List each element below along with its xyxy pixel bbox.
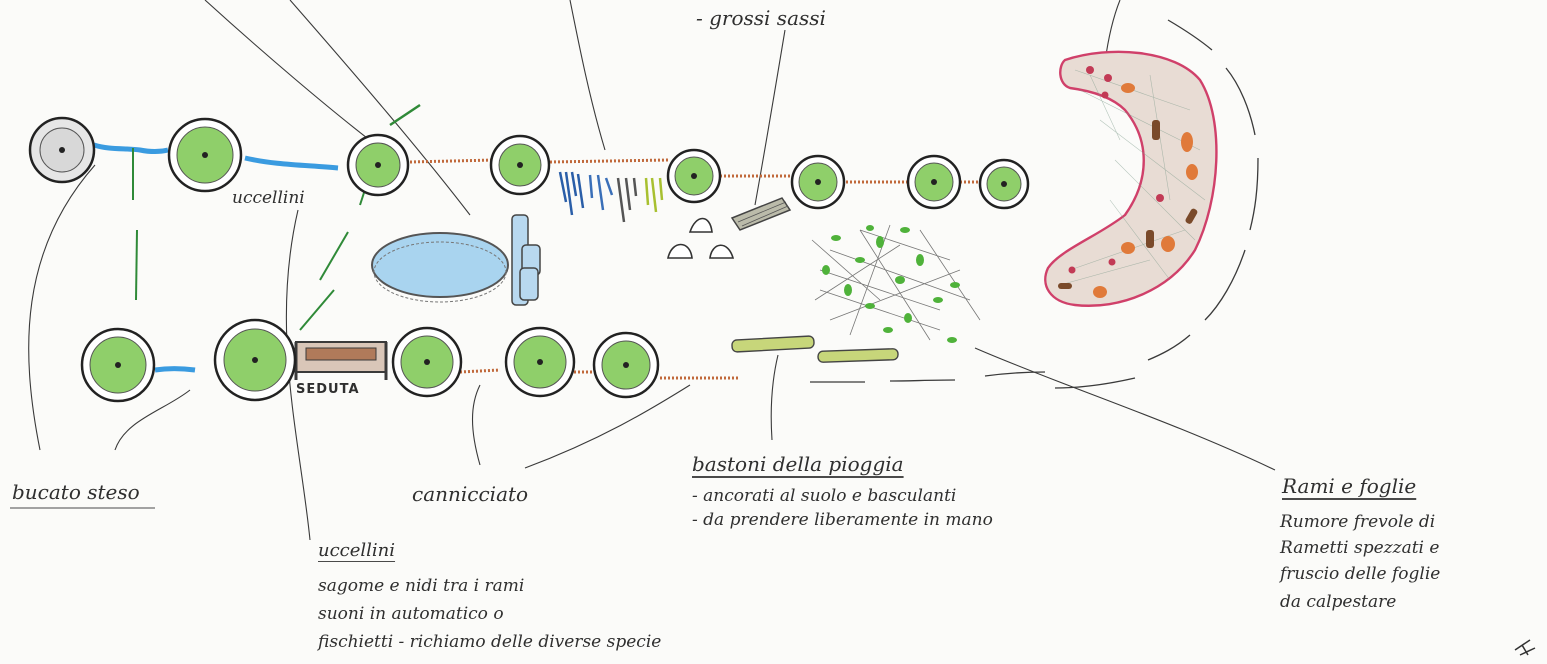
label-rami-title: Rami e foglie (1282, 474, 1416, 499)
tree (169, 119, 241, 191)
tree (82, 329, 154, 401)
label-bucato-steso: bucato steso (12, 480, 140, 505)
leader-cannicciato-2 (525, 385, 690, 468)
rain-stick-1 (732, 336, 815, 352)
leader-top-center (570, 0, 605, 150)
label-rami-line2: Rametti spezzati e (1280, 538, 1439, 559)
cane-1 (410, 160, 495, 162)
cane-2 (550, 160, 668, 162)
tree (30, 118, 94, 182)
tree (393, 328, 461, 396)
leader-bucato-1 (29, 165, 95, 450)
label-seduta: SEDUTA (296, 382, 360, 398)
leader-cannicciato (473, 385, 481, 465)
tree (908, 156, 960, 208)
tree (491, 136, 549, 194)
label-uccellini-small: uccellini (232, 188, 305, 209)
twigs-patch (812, 225, 980, 343)
label-uccellini-line1: sagome e nidi tra i rami (318, 576, 524, 597)
label-rami-line1: Rumore frevole di (1280, 512, 1435, 533)
label-uccellini-line3: fischietti - richiamo delle diverse spec… (318, 632, 661, 653)
label-rami-line3: fruscio delle foglie (1280, 564, 1440, 585)
tree (792, 156, 844, 208)
pond (372, 233, 508, 302)
leader-bastoni (771, 355, 778, 440)
tree (980, 160, 1028, 208)
seduta-bench (296, 342, 386, 380)
label-grossi-sassi: - grossi sassi (696, 6, 826, 31)
label-bastoni-line2: - da prendere liberamente in mano (692, 510, 993, 531)
label-cannicciato: cannicciato (412, 482, 528, 507)
tree (215, 320, 295, 400)
cylinders (512, 215, 540, 305)
wooden-board (732, 198, 790, 230)
leader-grossi-sassi (755, 30, 785, 205)
label-uccellini-line2: suoni in automatico o (318, 604, 504, 625)
leaves-area (1045, 52, 1216, 306)
leader-rami (975, 348, 1275, 470)
label-uccellini-title: uccellini (318, 540, 395, 563)
label-bastoni-line1: - ancorati al suolo e basculanti (692, 486, 956, 507)
tree (506, 328, 574, 396)
rain-stick-2 (818, 349, 898, 363)
bucato-wire-3 (155, 369, 195, 371)
label-rami-line4: da calpestare (1280, 592, 1396, 613)
hanging-chimes (560, 172, 662, 222)
tree (348, 135, 408, 195)
signature-mark (1515, 640, 1535, 655)
tree (668, 150, 720, 202)
tree (594, 333, 658, 397)
bucato-wire-1 (94, 145, 168, 152)
bucato-wire-2 (245, 158, 338, 168)
stones (668, 219, 733, 259)
label-bastoni-title: bastoni della pioggia (692, 452, 904, 477)
rain-sticks (732, 336, 898, 363)
trees-top-row (30, 118, 1028, 208)
